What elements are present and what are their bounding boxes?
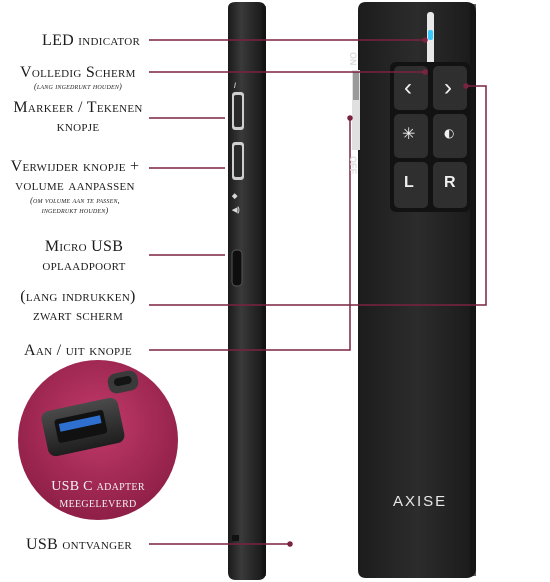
label-marker-1: Markeer / Tekenen — [13, 99, 143, 116]
micro-usb-port — [231, 249, 243, 287]
label-delete-sub-2: ingedrukt houden) — [41, 206, 109, 215]
usb-c-adapter — [41, 370, 139, 457]
left-button: L — [404, 174, 414, 191]
label-power-button: Aan / uit knopje — [24, 342, 132, 359]
mouse-icon: ◐ — [444, 126, 455, 140]
switch-on-label: ON — [348, 52, 358, 66]
label-micro-usb-2: oplaadpoort — [42, 257, 126, 274]
side-view: / ◆ ◀) — [228, 2, 266, 580]
leader-lines — [149, 37, 487, 547]
laser-button: ✳ — [402, 124, 416, 143]
label-delete-1: Verwijder knopje + — [10, 158, 140, 175]
volume-icon: ◀) — [231, 207, 240, 214]
label-black-screen-1: (lang indrukken) — [20, 288, 136, 305]
right-button: R — [444, 174, 456, 191]
label-marker-2: knopje — [56, 118, 100, 135]
label-delete-2: volume aanpassen — [15, 177, 135, 194]
next-slide-button: › — [444, 74, 452, 101]
label-micro-usb-1: Micro USB — [44, 238, 124, 255]
receiver-slot — [232, 535, 239, 541]
power-switch-track — [352, 70, 360, 150]
front-view — [18, 2, 476, 578]
switch-off-label: OFF — [348, 156, 358, 174]
label-fullscreen-sub: (lang ingedrukt houden) — [34, 82, 122, 91]
label-adapter-2: meegeleverd — [59, 496, 137, 511]
label-fullscreen: Volledig Scherm — [20, 64, 136, 81]
label-delete-sub-1: (om volume aan te passen, — [30, 196, 120, 205]
led-indicator — [428, 30, 433, 40]
pen-icon: / — [234, 83, 236, 90]
eraser-icon: ◆ — [231, 193, 238, 200]
button-cluster — [390, 62, 470, 212]
prev-slide-button: ‹ — [404, 74, 412, 101]
label-usb-receiver: USB ontvanger — [26, 536, 133, 553]
label-led-indicator: LED indicator — [42, 32, 141, 49]
label-black-screen-2: zwart scherm — [32, 307, 124, 324]
label-adapter-1: USB C adapter — [51, 479, 145, 494]
brand-logo: AXISE — [393, 493, 448, 510]
